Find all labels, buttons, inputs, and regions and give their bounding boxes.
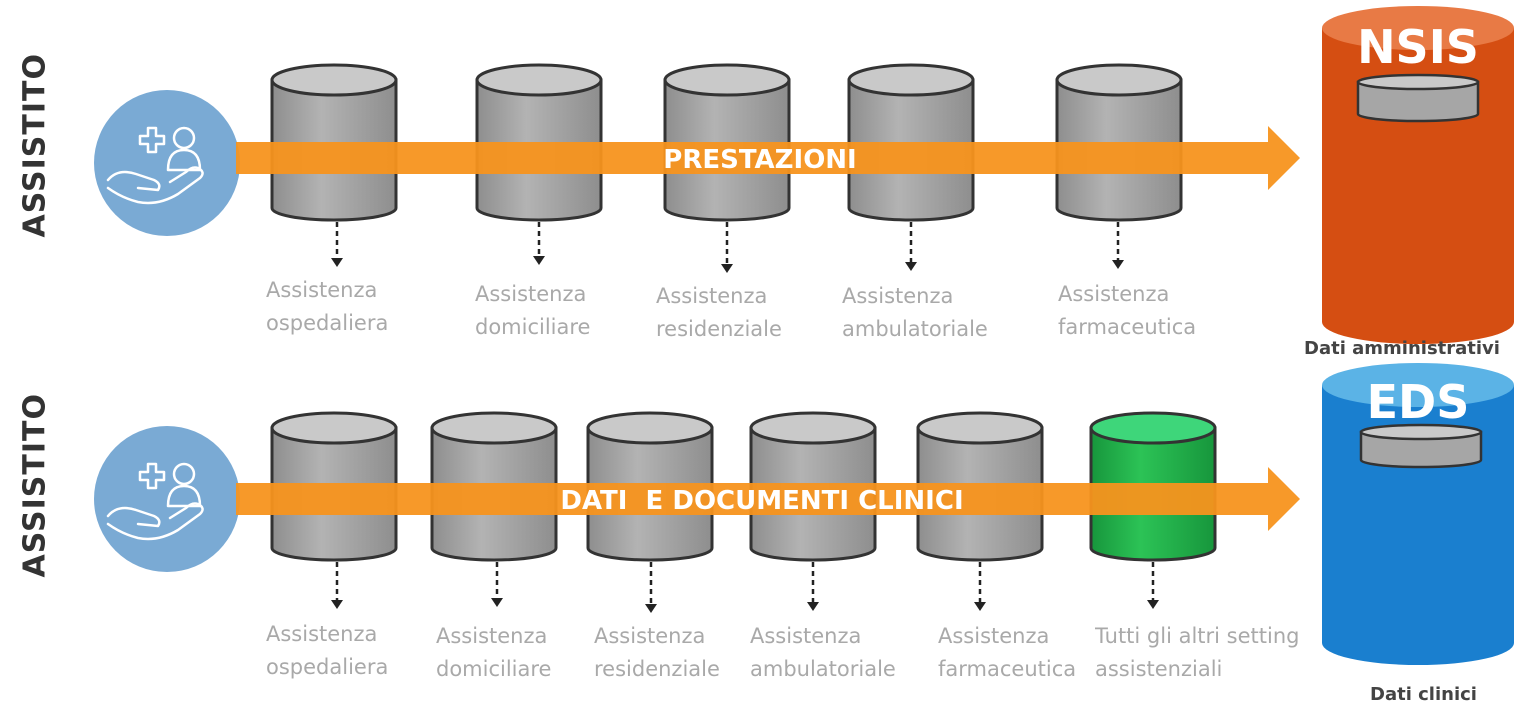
dashed-arrows-row-2	[335, 562, 1155, 604]
arrow-dati-documenti-clinici: DATI E DOCUMENTI CLINICI	[236, 467, 1300, 531]
cylinder-residenziale-row-1	[663, 63, 791, 222]
eds-label: EDS	[1367, 375, 1470, 429]
nsis-label: NSIS	[1357, 20, 1479, 74]
arrowheads-row-2	[331, 598, 1159, 613]
person-care-icon-row-1	[94, 90, 240, 236]
nsis-inner-cylinder	[1356, 73, 1480, 123]
nsis-caption: Dati amministrativi	[1304, 338, 1500, 359]
nsis-database: NSIS	[1322, 6, 1514, 344]
eds-caption: Dati clinici	[1370, 684, 1477, 705]
arrow-label-prestazioni: PRESTAZIONI	[663, 145, 856, 175]
arrow-label-dati-clinici: DATI E DOCUMENTI CLINICI	[560, 486, 963, 516]
arrow-prestazioni: PRESTAZIONI	[236, 126, 1300, 190]
person-care-icon-row-2	[94, 426, 240, 572]
dashed-arrows-row-1	[335, 222, 1120, 264]
arrowheads-row-1	[331, 256, 1124, 273]
eds-inner-cylinder	[1359, 423, 1483, 469]
eds-database: EDS	[1322, 363, 1514, 665]
